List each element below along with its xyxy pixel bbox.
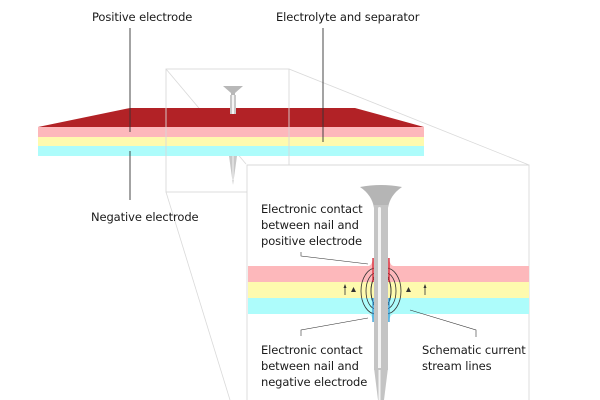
leader-current-lines bbox=[409, 309, 477, 337]
label-contact-positive: Electronic contact between nail and posi… bbox=[261, 202, 363, 248]
detail-electrolyte-separator bbox=[248, 282, 529, 298]
zoom-connector-bottom-left bbox=[165, 191, 231, 400]
leader-contact-positive bbox=[300, 252, 369, 265]
small-nail-head bbox=[223, 86, 243, 96]
positive-electrode-layer bbox=[38, 127, 424, 137]
battery-stack bbox=[38, 108, 424, 156]
arrow-up-icon bbox=[406, 287, 411, 292]
small-nail bbox=[223, 86, 243, 185]
detail-view bbox=[246, 164, 530, 400]
electrolyte-separator-layer bbox=[38, 137, 424, 146]
arrow-up-icon bbox=[343, 284, 347, 288]
zoom-connector-top-right bbox=[288, 68, 530, 166]
large-nail-highlight bbox=[378, 207, 381, 377]
label-positive-electrode: Positive electrode bbox=[92, 10, 193, 24]
large-nail-tip bbox=[374, 368, 388, 400]
leader-contact-negative bbox=[300, 317, 369, 336]
arrow-up-icon bbox=[423, 284, 427, 288]
arrow-up-icon bbox=[351, 287, 356, 292]
label-electrolyte-separator: Electrolyte and separator bbox=[276, 10, 420, 24]
label-current-lines: Schematic current stream lines bbox=[422, 343, 526, 373]
large-nail-head bbox=[360, 185, 402, 208]
large-nail bbox=[360, 185, 402, 400]
zoom-source-frame bbox=[165, 68, 290, 193]
small-nail-highlight bbox=[232, 95, 234, 114]
label-negative-electrode: Negative electrode bbox=[91, 210, 199, 224]
label-contact-negative: Electronic contact between nail and nega… bbox=[261, 343, 368, 389]
positive-electrode-top-face bbox=[38, 108, 424, 127]
negative-electrode-layer bbox=[38, 146, 424, 156]
